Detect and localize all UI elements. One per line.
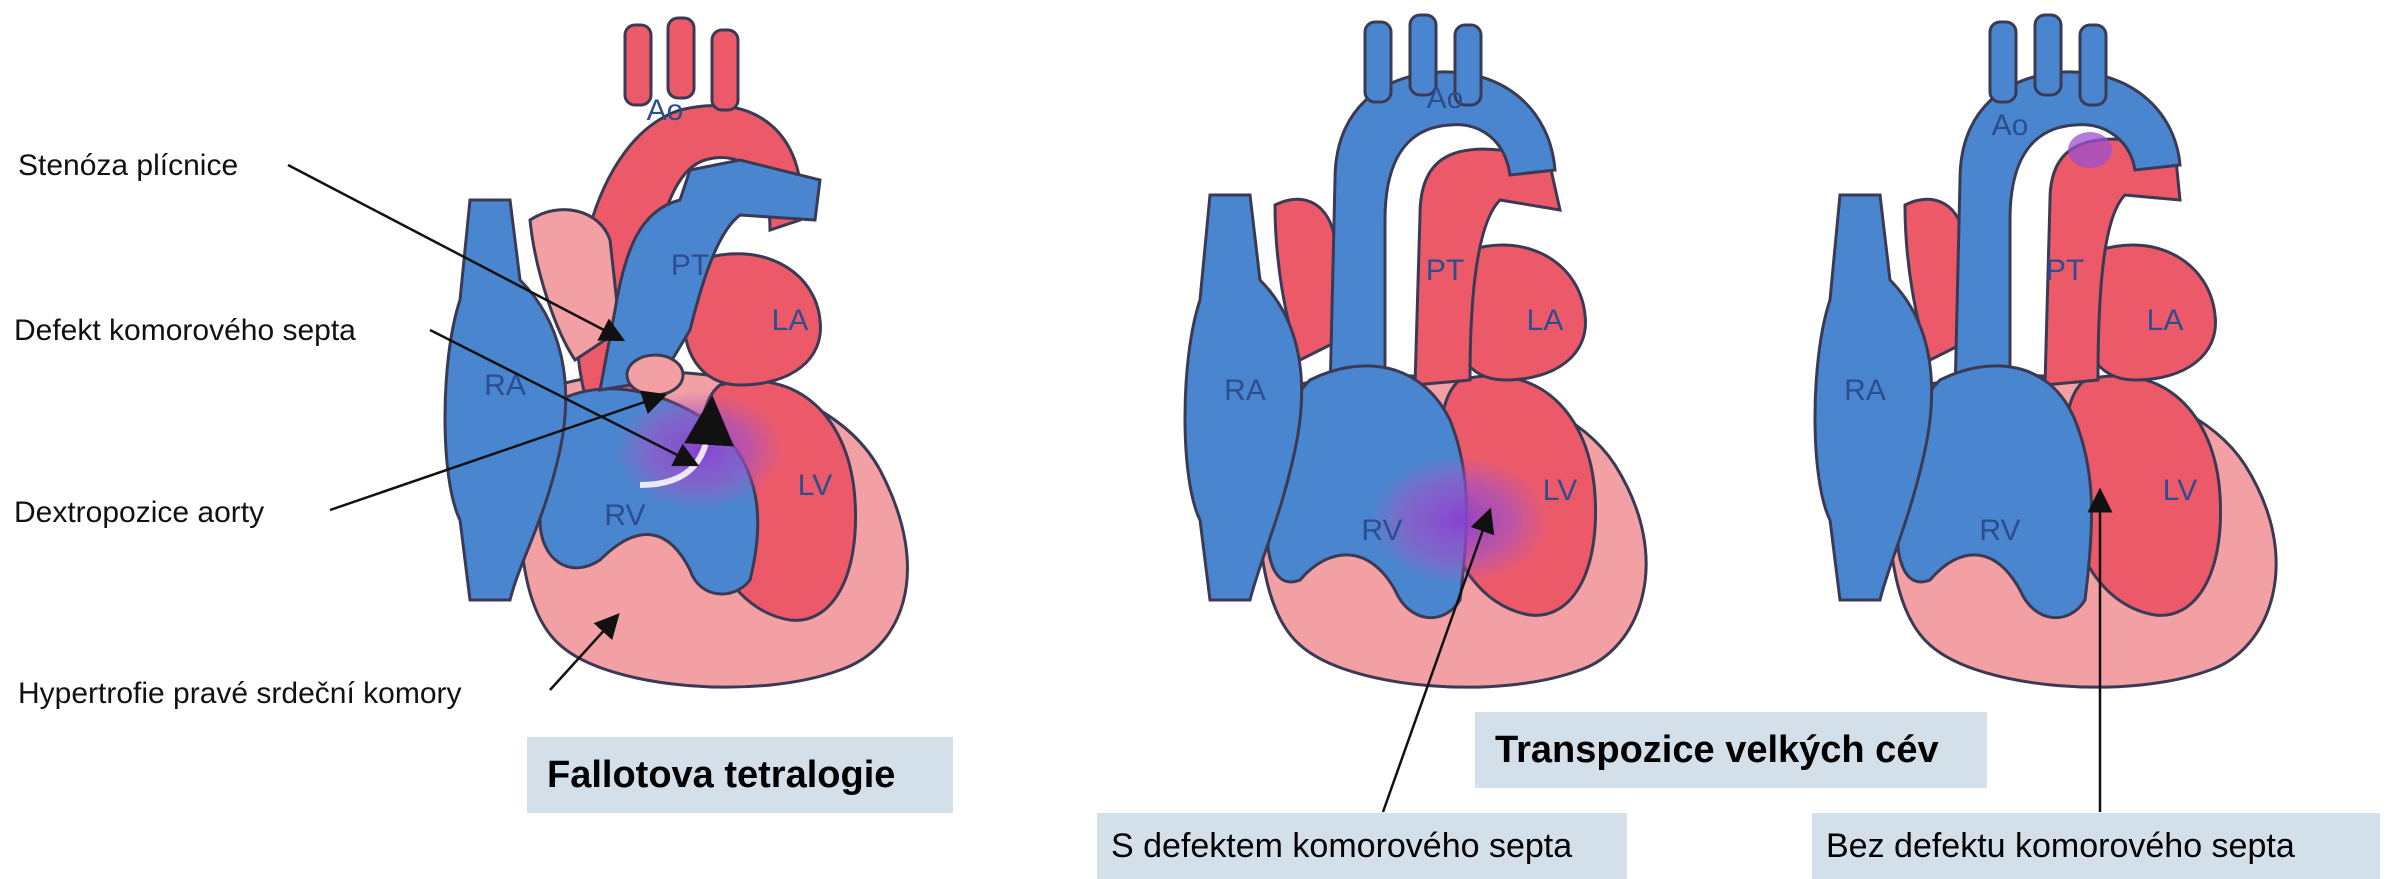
- label-la-tgv-novsd: LA: [2147, 304, 2184, 337]
- label-rv-tgv-novsd: RV: [1979, 514, 2020, 547]
- title-fallot-text: Fallotova tetralogie: [547, 754, 895, 797]
- subtitle-with-vsd: S defektem komorového septa: [1097, 813, 1627, 879]
- label-lv-fallot: LV: [798, 469, 832, 502]
- label-ao-tgv-novsd: Ao: [1992, 109, 2029, 142]
- heart-tgv-novsd: Ao PT LA RA RV LV: [1815, 15, 2276, 687]
- label-pt-fallot: PT: [671, 249, 709, 282]
- annotation-pulmonary-stenosis: Stenóza plícnice: [18, 149, 238, 182]
- label-ao-tgv-vsd: Ao: [1427, 82, 1464, 115]
- label-pt-tgv-vsd: PT: [1426, 254, 1464, 287]
- label-rv-tgv-vsd: RV: [1361, 514, 1402, 547]
- label-pt-tgv-novsd: PT: [2046, 254, 2084, 287]
- title-tgv: Transpozice velkých cév: [1475, 712, 1987, 788]
- annotation-rv-hypertrophy: Hypertrofie pravé srdeční komory: [18, 677, 462, 710]
- label-lv-tgv-vsd: LV: [1543, 474, 1577, 507]
- label-lv-tgv-novsd: LV: [2163, 474, 2197, 507]
- subtitle-with-vsd-text: S defektem komorového septa: [1111, 827, 1572, 866]
- heart-fallot: Ao PT LA RA RV LV: [445, 18, 907, 687]
- annotation-vsd: Defekt komorového septa: [14, 314, 356, 347]
- label-la-tgv-vsd: LA: [1527, 304, 1564, 337]
- subtitle-without-vsd: Bez defektu komorového septa: [1812, 813, 2380, 879]
- subtitle-without-vsd-text: Bez defektu komorového septa: [1826, 827, 2295, 866]
- title-fallot: Fallotova tetralogie: [527, 737, 953, 813]
- label-ra-tgv-vsd: RA: [1224, 374, 1266, 407]
- label-ra-tgv-novsd: RA: [1844, 374, 1886, 407]
- annotation-aorta-dextroposition: Dextropozice aorty: [14, 496, 264, 529]
- label-la-fallot: LA: [772, 304, 809, 337]
- label-rv-fallot: RV: [604, 499, 645, 532]
- label-ao-fallot: Ao: [647, 94, 684, 127]
- heart-tgv-vsd: Ao PT LA RA RV LV: [1185, 15, 1646, 687]
- title-tgv-text: Transpozice velkých cév: [1495, 729, 1939, 772]
